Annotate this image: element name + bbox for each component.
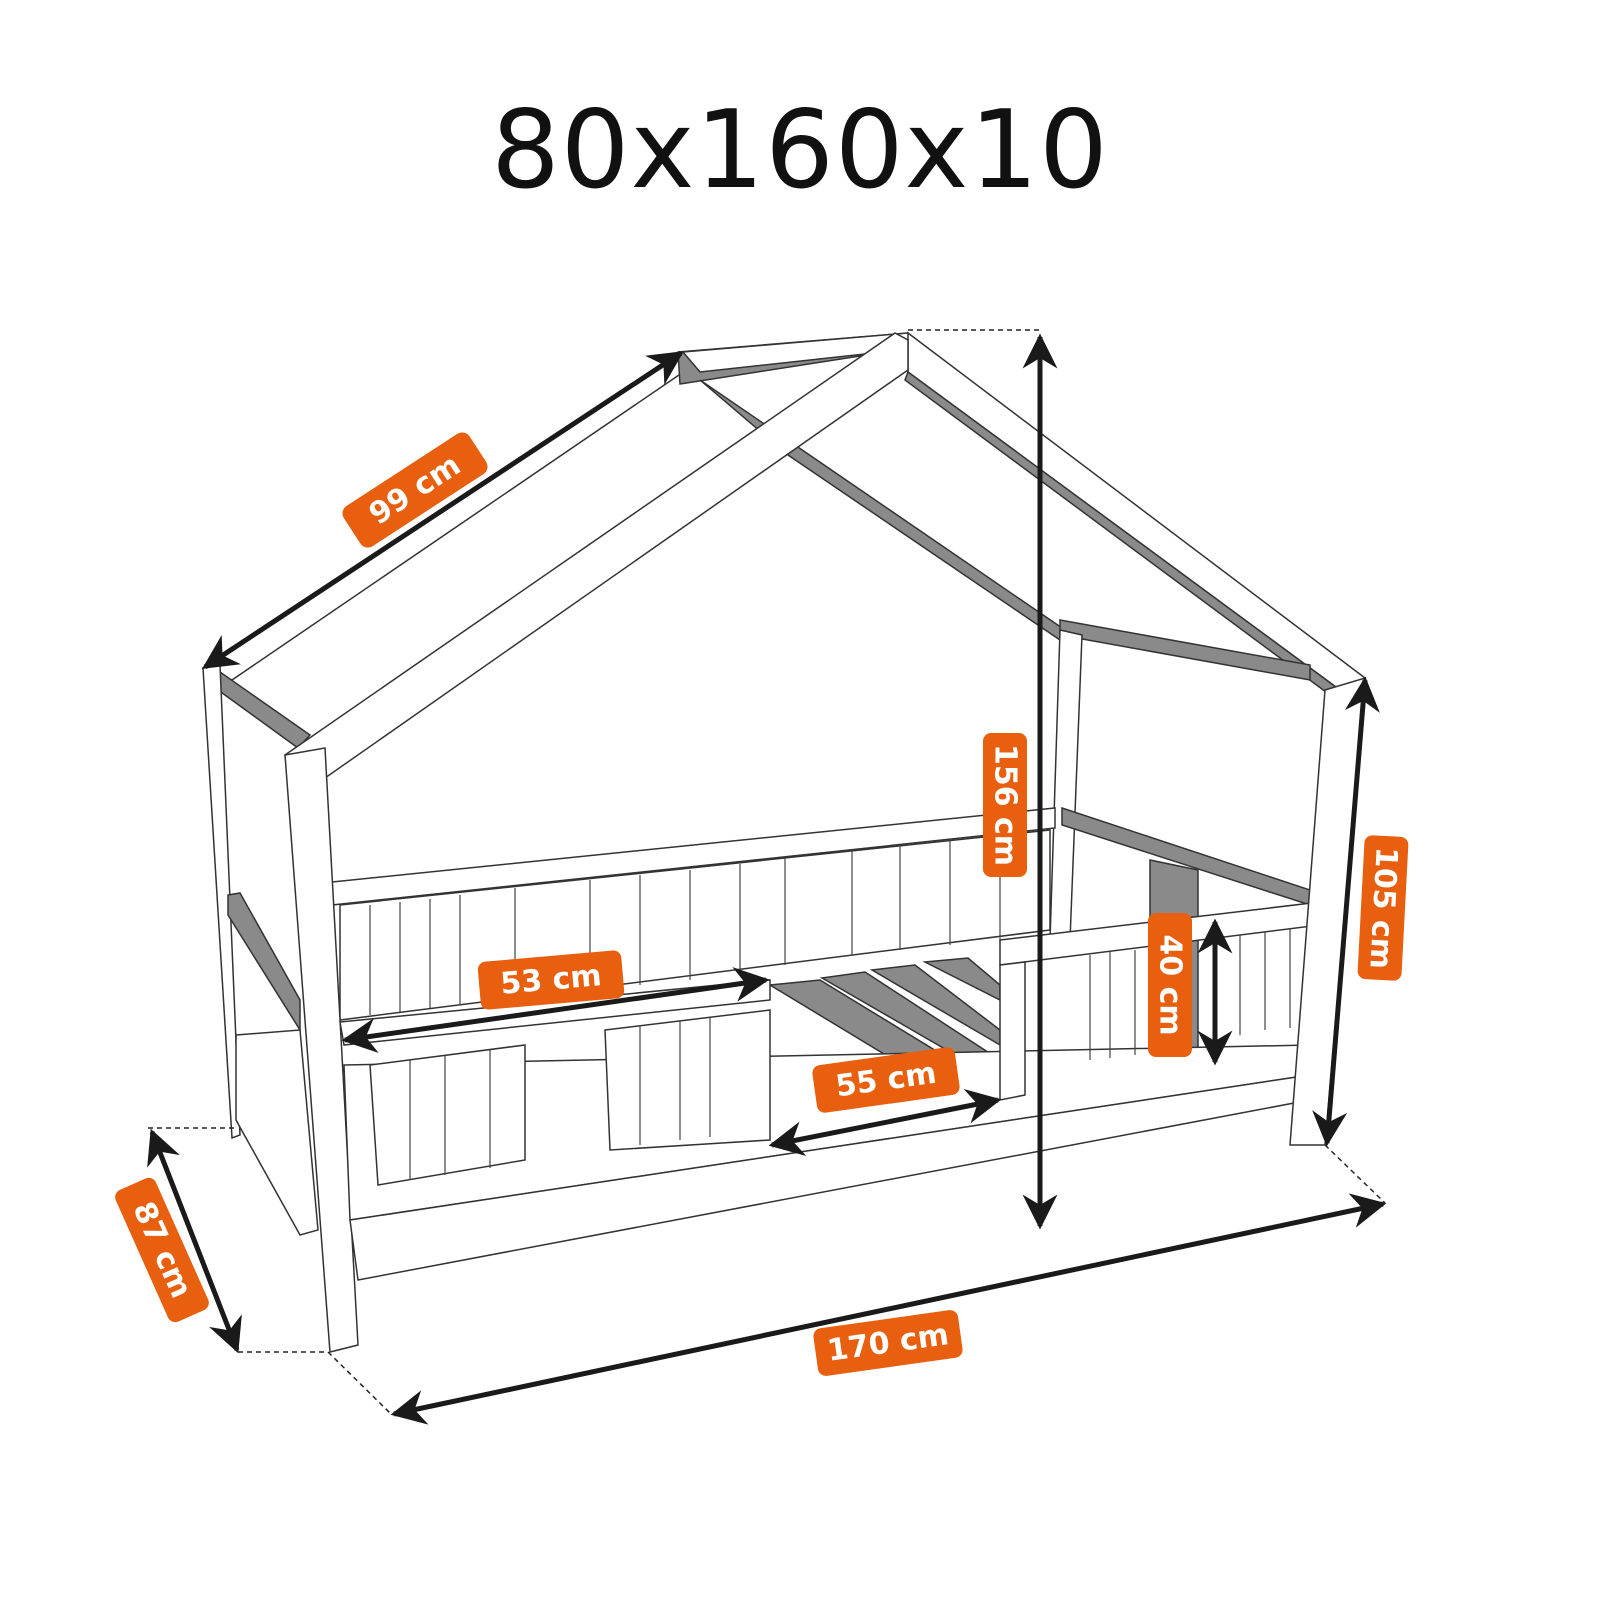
label-text: 105 cm [1362, 846, 1403, 970]
page-title: 80x160x10 [491, 88, 1109, 213]
dimension-arrows [147, 333, 1387, 1425]
label-text: 156 cm [988, 744, 1023, 866]
arrow-entry-opening [768, 1088, 1002, 1157]
dimension-guides [148, 329, 1386, 1416]
label-side-height: 105 cm [1357, 835, 1409, 981]
label-text: 40 cm [1153, 934, 1188, 1035]
label-rail-opening: 53 cm [477, 950, 625, 1010]
label-entry-opening: 55 cm [812, 1047, 960, 1113]
dimension-labels: 99 cm 156 cm 105 cm 40 cm 53 cm 55 cm 87… [115, 432, 1409, 1376]
arrow-roof-length [202, 350, 684, 670]
label-rail-height: 40 cm [1148, 913, 1192, 1057]
bed-drawing [201, 331, 1367, 1353]
arrow-side-height [1312, 676, 1380, 1147]
label-total-height: 156 cm [983, 733, 1027, 877]
arrow-rail-opening [341, 967, 770, 1053]
arrow-width [147, 1128, 242, 1354]
label-length: 170 cm [813, 1310, 963, 1376]
label-text: 87 cm [125, 1197, 198, 1304]
arrow-length [390, 1193, 1387, 1425]
